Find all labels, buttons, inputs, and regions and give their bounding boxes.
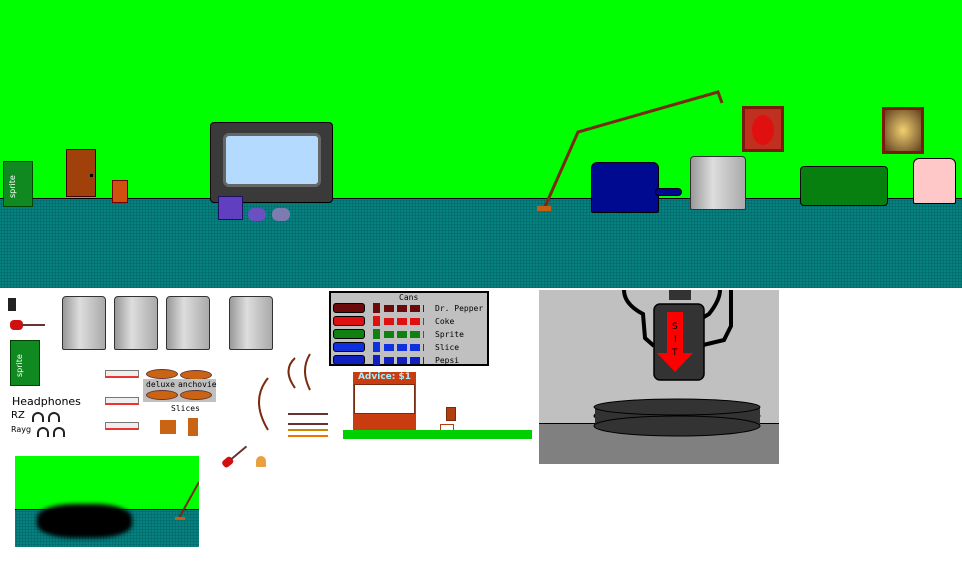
can-row: Dr. Pepper <box>333 303 487 314</box>
floor-lamp <box>175 481 199 520</box>
can-flavor-name: Sprite <box>435 330 464 339</box>
cans-panel: Cans Dr. Pepper Coke Sprite Slice Pepsi <box>329 291 489 366</box>
fridge[interactable] <box>690 156 746 210</box>
pizza-box-closed <box>105 370 139 378</box>
guitar-icon <box>220 443 249 469</box>
poster-robot <box>742 106 784 152</box>
gamecube <box>218 196 243 220</box>
fridge-sprite-opening <box>114 296 158 350</box>
slices-label: Slices <box>171 404 200 413</box>
wall <box>0 0 962 198</box>
floor <box>0 198 962 288</box>
pizza-deluxe <box>146 390 178 400</box>
poster-bionicle <box>882 107 924 154</box>
room-scene: sprite <box>0 0 962 288</box>
pizza-anchovie <box>180 390 212 400</box>
advice-sign: Advice: $1 <box>357 372 412 382</box>
cans-title: Cans <box>399 293 419 302</box>
can-row: Pepsi <box>333 355 487 366</box>
pizza-deluxe <box>146 369 178 379</box>
headphones-icon <box>37 427 49 437</box>
can-flavor-name: Pepsi <box>435 356 460 365</box>
wall <box>15 456 199 509</box>
headphones-row-rz: RZ <box>11 410 25 421</box>
couch-arm <box>655 188 682 196</box>
headphones-icon <box>48 412 60 422</box>
can-row: Sprite <box>333 329 487 340</box>
guitar-icon <box>10 320 45 330</box>
pizza-box-open <box>105 397 139 405</box>
grass <box>343 430 532 439</box>
advice-stand-window <box>354 384 415 414</box>
can-row: Slice <box>333 342 487 353</box>
controller <box>272 208 290 221</box>
chair <box>446 407 456 421</box>
sit-letter: S <box>672 322 678 332</box>
floor-lamp <box>537 90 724 211</box>
can-flavor-name: Dr. Pepper <box>435 304 484 313</box>
blue-couch[interactable] <box>591 162 659 213</box>
crate <box>112 180 128 203</box>
advice-stand: Advice: $1 <box>353 372 416 438</box>
pizza-slices <box>188 418 198 436</box>
sit-letter: I <box>674 335 677 345</box>
door[interactable] <box>66 149 96 197</box>
controller <box>248 208 266 221</box>
fridge-sprite-open <box>166 296 210 350</box>
sprite-machine-sprite: sprite <box>10 340 40 386</box>
can-row: Coke <box>333 316 487 327</box>
headphones-row-rayg: Rayg <box>11 425 32 434</box>
pizza-label-anchovie: anchovie <box>178 380 217 389</box>
green-couch[interactable] <box>800 166 888 206</box>
remote-sprite <box>8 298 16 311</box>
sprite-machine[interactable]: sprite <box>3 161 33 207</box>
sit-scene: S I T <box>539 290 779 464</box>
hanging-bottle-and-platform <box>593 290 761 437</box>
pizza-label-deluxe: deluxe <box>146 380 175 389</box>
can-flavor-name: Slice <box>435 343 460 352</box>
pink-armchair[interactable] <box>913 158 956 204</box>
can-flavor-name: Coke <box>435 317 455 326</box>
shadow-blob <box>37 504 132 538</box>
bow-and-arrows <box>258 353 328 437</box>
door-knob <box>90 174 93 177</box>
pizza-box-steam <box>105 422 139 430</box>
sit-letter: T <box>672 348 678 358</box>
cupcake-icon <box>256 456 266 467</box>
fridge-sprite-open-wide <box>229 296 273 350</box>
fridge-sprite-closed <box>62 296 106 350</box>
tv[interactable] <box>210 122 333 203</box>
headphones-icon <box>32 412 44 422</box>
headphones-icon <box>53 427 65 437</box>
pizza-label-panel: deluxe anchovie <box>143 379 217 402</box>
headphones-title: Headphones <box>12 395 81 408</box>
tv-screen <box>223 133 321 187</box>
pizza-slices <box>160 420 176 434</box>
mini-room-scene <box>15 456 199 547</box>
